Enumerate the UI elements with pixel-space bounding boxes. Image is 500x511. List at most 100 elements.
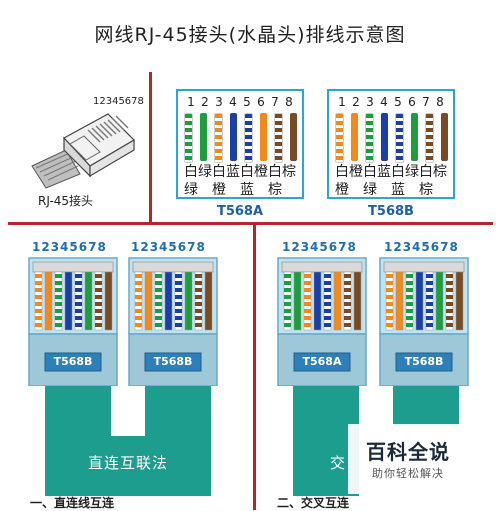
- plug-wire-stripe: [55, 281, 62, 285]
- plug-wire-stripe: [95, 309, 102, 313]
- plug-wire-stripe: [406, 323, 413, 327]
- plug-wire-stripe: [35, 281, 42, 285]
- plug-wire-stripe: [55, 288, 62, 292]
- plug-wire-stripe: [135, 316, 142, 320]
- pin-number: 2: [352, 95, 360, 109]
- wire: [229, 113, 237, 161]
- plug-wire-stripe: [155, 316, 162, 320]
- plug-wire-stripe: [344, 288, 351, 292]
- plug-wire-stripe: [406, 281, 413, 285]
- pin-number: 6: [257, 95, 265, 109]
- plug-wire: [323, 271, 332, 331]
- plug-wire-stripe: [95, 288, 102, 292]
- plug-wire: [455, 271, 464, 331]
- wire-color-char: 橙: [254, 164, 268, 180]
- plug-wire-stripe: [304, 323, 311, 327]
- straight-section-title: 一、直连线互连: [30, 496, 115, 510]
- plug-wire: [445, 271, 454, 331]
- plug-wire-stripe: [175, 295, 182, 299]
- plug-wire: [104, 271, 113, 331]
- plug-wire-stripe: [344, 323, 351, 327]
- plug-wire: [184, 271, 193, 331]
- plug-wire-stripe: [446, 316, 453, 320]
- wire-color-char: [254, 179, 268, 199]
- plug-wire-stripe: [175, 309, 182, 313]
- vertical-divider-top: [149, 72, 152, 222]
- plug-wire-stripe: [324, 295, 331, 299]
- plug-wire: [283, 271, 292, 331]
- wire: [364, 113, 374, 163]
- plug-wire-stripe: [35, 316, 42, 320]
- plug-wire-stripe: [386, 309, 393, 313]
- plug-wire-stripe: [426, 295, 433, 299]
- plug-wire-stripe: [284, 309, 291, 313]
- plug-wire-stripe: [446, 281, 453, 285]
- wire-color-char: [198, 179, 212, 199]
- plug-wire-stripe: [284, 281, 291, 285]
- plug-wire-stripe: [284, 288, 291, 292]
- plug-wire: [194, 271, 203, 331]
- wire-color-char: 白: [419, 164, 433, 180]
- plug-wire-stripe: [406, 316, 413, 320]
- wire: [289, 113, 297, 161]
- plug-wire-stripe: [55, 274, 62, 278]
- wire: [394, 113, 404, 163]
- plug-wire: [333, 271, 342, 331]
- wire: [243, 113, 253, 163]
- plug-wire-stripe: [95, 295, 102, 299]
- plug-wire-stripe: [344, 309, 351, 313]
- cross-cable-right: [393, 386, 459, 426]
- wire-color-char: 白: [240, 164, 254, 180]
- straight-caption: 直连互联法: [88, 454, 169, 472]
- plug-wire-stripe: [95, 302, 102, 306]
- horizontal-divider: [8, 222, 493, 225]
- plug-wire: [94, 271, 103, 331]
- wire-color-char: 白: [363, 164, 377, 180]
- pin-number: 4: [380, 95, 388, 109]
- t568b-color-line1: 白橙白蓝白绿白棕: [329, 161, 453, 181]
- t568a-label: T568A: [216, 204, 264, 219]
- plug-contacts: [383, 261, 465, 273]
- wire-color-char: 白: [268, 164, 282, 180]
- plug-wire-stripe: [195, 281, 202, 285]
- plug-wire: [204, 271, 213, 331]
- plug-wire-stripe: [406, 274, 413, 278]
- plug-1-pin-numbers: 12345678: [32, 240, 107, 254]
- plug-wire-stripe: [426, 274, 433, 278]
- wire-color-char: [349, 179, 363, 199]
- plug-wire-stripe: [195, 295, 202, 299]
- plug-label-box: [44, 352, 102, 372]
- pin-number: 5: [243, 95, 251, 109]
- plug-wire: [54, 271, 63, 331]
- plug-wire-stripe: [55, 316, 62, 320]
- plug-wire: [154, 271, 163, 331]
- t568b-label: T568B: [368, 204, 414, 219]
- t568a-color-line2: 绿橙蓝棕: [178, 179, 302, 199]
- wire: [440, 113, 448, 161]
- wire-color-char: 蓝: [377, 164, 391, 180]
- plug-wire-stripe: [304, 295, 311, 299]
- t568b-wires: [329, 113, 453, 163]
- plug-wire-stripe: [304, 288, 311, 292]
- plug-wire: [134, 271, 143, 331]
- plug-wire-stripe: [195, 274, 202, 278]
- plug-wire: [303, 271, 312, 331]
- plug-wire-stripe: [155, 288, 162, 292]
- plug-wire-stripe: [95, 281, 102, 285]
- plug-drawing: [379, 257, 469, 387]
- plug-wire-stripe: [135, 302, 142, 306]
- plug-wire-stripe: [284, 295, 291, 299]
- plug-wire-stripe: [35, 302, 42, 306]
- plug-wire-stripe: [135, 281, 142, 285]
- plug-wire-stripe: [175, 288, 182, 292]
- wire-color-char: [433, 179, 447, 199]
- plug-wire: [313, 271, 322, 331]
- plug-wire: [64, 271, 73, 331]
- vertical-divider-bottom: [253, 222, 256, 510]
- plug-wire-stripe: [304, 309, 311, 313]
- plug-3: T568A: [276, 256, 368, 387]
- plug-wire: [74, 271, 83, 331]
- plug-wire-stripe: [386, 323, 393, 327]
